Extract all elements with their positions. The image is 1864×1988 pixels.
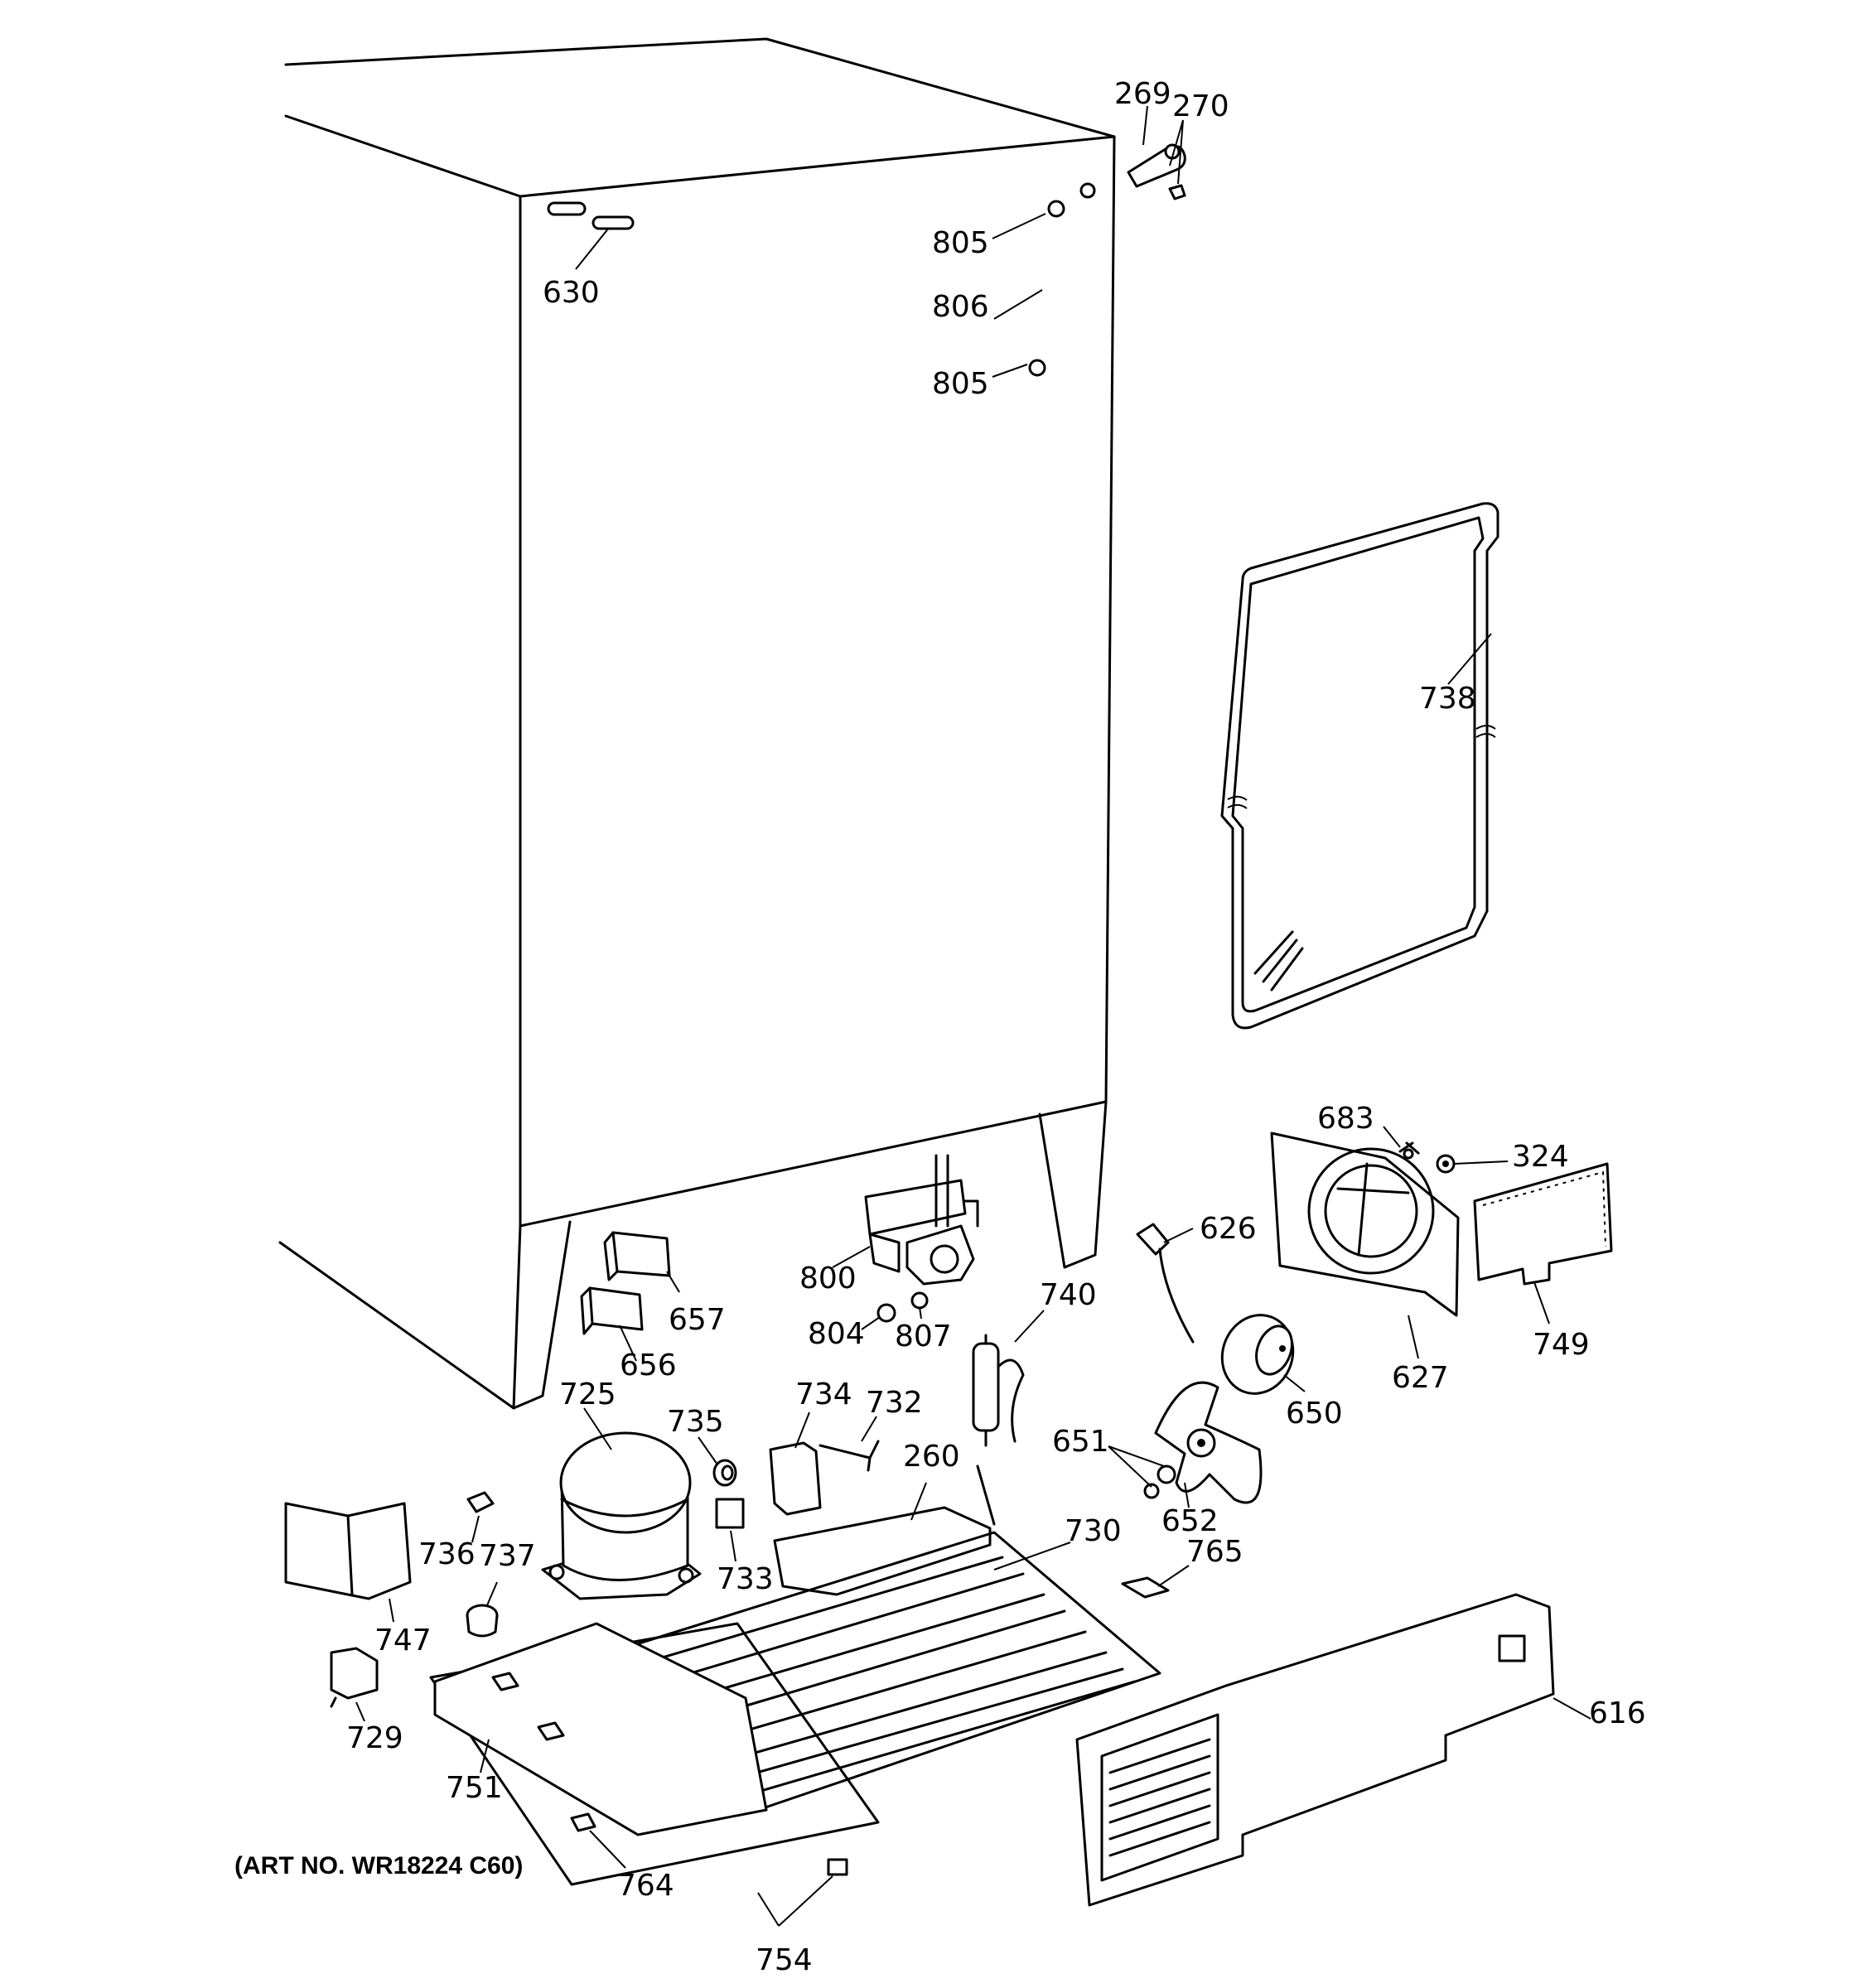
label-765: 765 <box>1186 1535 1243 1569</box>
part-729-relay <box>330 1647 379 1708</box>
part-656-bracket <box>580 1286 644 1335</box>
label-630: 630 <box>543 276 600 310</box>
part-733-relay <box>715 1498 745 1529</box>
leader-lines <box>355 105 1591 1927</box>
label-616: 616 <box>1589 1696 1646 1730</box>
part-616-grille <box>1075 1593 1555 1907</box>
label-737: 737 <box>479 1539 536 1573</box>
label-749: 749 <box>1533 1328 1590 1362</box>
label-805-top: 805 <box>932 226 989 260</box>
label-656: 656 <box>620 1349 677 1382</box>
label-800: 800 <box>799 1262 857 1296</box>
part-765-clip <box>1121 1576 1170 1599</box>
label-740: 740 <box>1040 1278 1097 1312</box>
part-749-cover <box>1473 1162 1613 1286</box>
refrigerator-cabinet <box>278 37 1116 1410</box>
part-747-terminal-cover <box>284 1502 412 1600</box>
label-764: 764 <box>617 1869 674 1903</box>
label-807: 807 <box>895 1320 952 1353</box>
part-764-clip <box>570 1812 596 1832</box>
label-324: 324 <box>1512 1140 1569 1174</box>
label-805-bottom: 805 <box>932 367 989 401</box>
part-735-grommet <box>712 1459 737 1487</box>
label-627: 627 <box>1392 1361 1449 1395</box>
part-740-capacitor <box>972 1334 1025 1447</box>
label-730: 730 <box>1065 1514 1122 1548</box>
part-751-base-pan <box>433 1622 768 1836</box>
label-269: 269 <box>1114 77 1171 111</box>
label-733: 733 <box>717 1562 774 1596</box>
part-626-power-cord <box>1136 1223 1195 1344</box>
label-725: 725 <box>559 1378 616 1411</box>
part-683-screw <box>1398 1141 1420 1160</box>
label-683: 683 <box>1317 1102 1374 1136</box>
label-751: 751 <box>446 1771 503 1805</box>
label-734: 734 <box>795 1378 852 1411</box>
label-657: 657 <box>669 1303 726 1337</box>
label-270: 270 <box>1172 89 1229 123</box>
label-736: 736 <box>418 1537 476 1571</box>
label-732: 732 <box>866 1386 923 1420</box>
label-804: 804 <box>808 1317 865 1351</box>
part-324-screw <box>1436 1154 1456 1174</box>
part-738-frame <box>1220 502 1499 1030</box>
part-807-fitting <box>910 1291 929 1310</box>
part-734-overload <box>769 1441 822 1516</box>
label-626: 626 <box>1200 1212 1257 1246</box>
part-650-fan-motor <box>1220 1314 1295 1395</box>
part-269-clip <box>1127 143 1186 200</box>
label-652: 652 <box>1161 1504 1219 1538</box>
part-652-fan-blade <box>1154 1381 1263 1504</box>
label-806: 806 <box>932 290 989 324</box>
part-labels: 269 270 630 805 806 805 738 683 324 626 … <box>234 77 1646 1977</box>
label-738: 738 <box>1419 682 1476 716</box>
part-754-clip <box>827 1858 848 1876</box>
part-627-fan-shroud <box>1270 1132 1460 1317</box>
label-747: 747 <box>374 1624 432 1657</box>
label-729: 729 <box>346 1721 403 1755</box>
part-651-nut-washer <box>1143 1464 1176 1499</box>
part-804-nut <box>876 1303 896 1323</box>
part-737-grommet <box>466 1604 499 1638</box>
part-800-water-valve <box>864 1154 979 1286</box>
label-754: 754 <box>756 1943 813 1977</box>
part-657-bracket <box>603 1231 671 1281</box>
label-650: 650 <box>1286 1397 1343 1431</box>
part-260-drain-pan <box>773 1506 992 1596</box>
part-732-clip <box>819 1440 880 1472</box>
label-260: 260 <box>903 1440 960 1474</box>
label-651: 651 <box>1052 1425 1109 1459</box>
part-736-grommet <box>466 1491 495 1513</box>
label-735: 735 <box>667 1405 724 1439</box>
art-number: (ART NO. WR18224 C60) <box>234 1852 523 1879</box>
part-725-compressor <box>541 1431 702 1600</box>
